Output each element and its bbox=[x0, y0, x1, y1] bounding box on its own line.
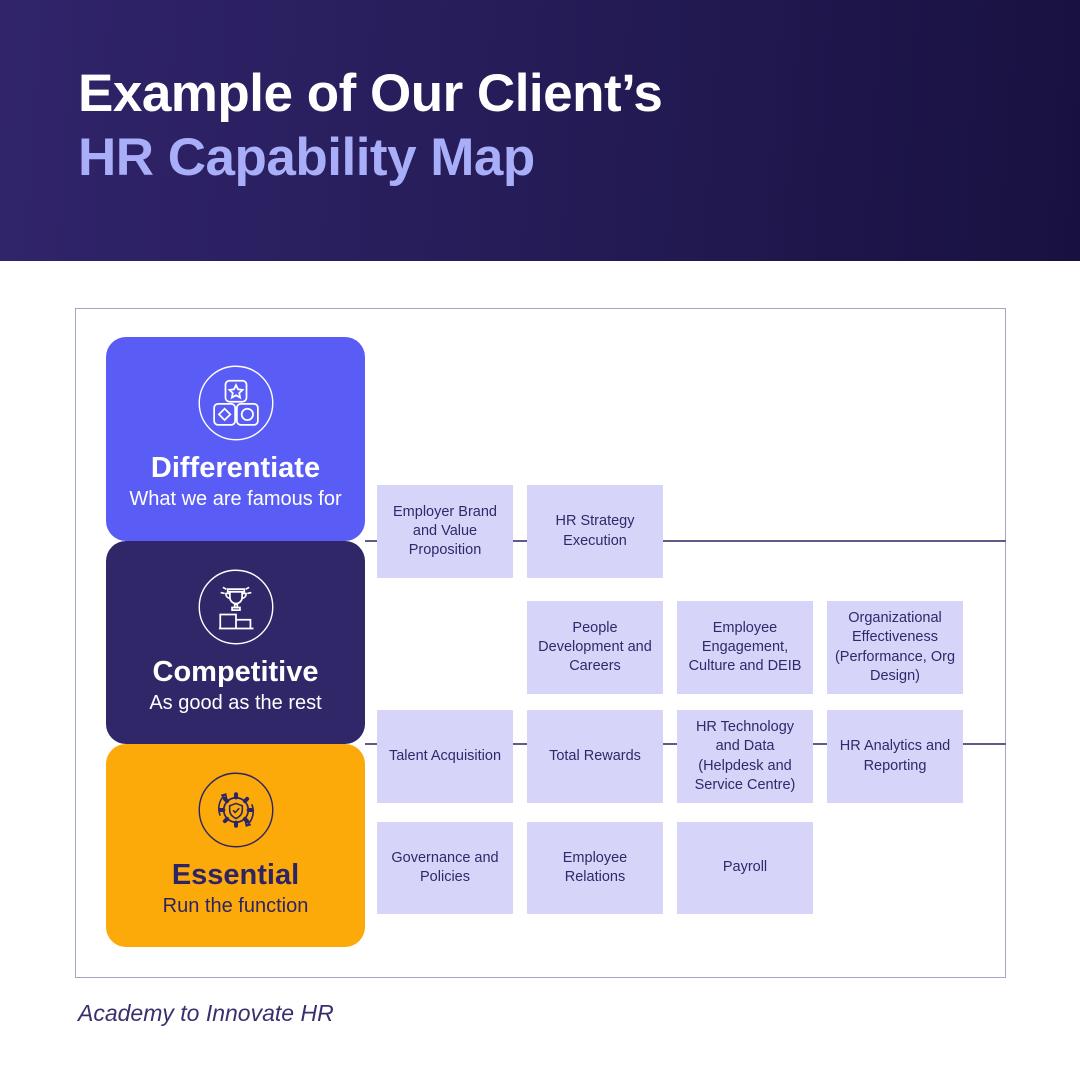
tier-subtitle: As good as the rest bbox=[149, 691, 322, 714]
capability-hr-strategy: HR Strategy Execution bbox=[527, 485, 663, 578]
tier-label: Differentiate bbox=[150, 452, 321, 484]
capability-label: Employee Relations bbox=[562, 849, 628, 885]
capability-label: Total Rewards bbox=[549, 747, 641, 764]
capability-label: Employer Brand and Value Proposition bbox=[393, 503, 497, 559]
capability-label: HR Analytics and Reporting bbox=[839, 738, 951, 774]
page-title-line1: Example of Our Client’s bbox=[78, 64, 663, 123]
capability-hr-analytics: HR Analytics and Reporting bbox=[827, 710, 963, 803]
capability-org-effectiveness: Organizational Effectiveness (Performanc… bbox=[827, 601, 963, 694]
capability-label: People Development and Careers bbox=[538, 619, 652, 675]
gear-shield-check-icon bbox=[194, 768, 278, 852]
capability-label: HR Strategy Execution bbox=[555, 513, 635, 549]
credit-text: Academy to Innovate HR bbox=[78, 1000, 334, 1026]
capability-payroll: Payroll bbox=[677, 822, 813, 914]
capability-people-development: People Development and Careers bbox=[527, 601, 663, 694]
page-title: Example of Our Client’s HR Capability Ma… bbox=[78, 62, 663, 189]
connector-line-top bbox=[365, 540, 1006, 542]
tier-subtitle: What we are famous for bbox=[129, 487, 342, 510]
building-blocks-star-icon bbox=[194, 361, 278, 445]
capability-label: Organizational Effectiveness (Performanc… bbox=[834, 610, 956, 684]
trophy-podium-icon bbox=[194, 565, 278, 649]
capability-talent-acquisition: Talent Acquisition bbox=[377, 710, 513, 803]
capability-label: HR Technology and Data (Helpdesk and Ser… bbox=[694, 719, 796, 793]
tier-card-competitive: Competitive As good as the rest bbox=[106, 541, 365, 744]
capability-employee-relations: Employee Relations bbox=[527, 822, 663, 914]
capability-label: Governance and Policies bbox=[391, 849, 499, 885]
capability-label: Payroll bbox=[722, 859, 768, 876]
capability-total-rewards: Total Rewards bbox=[527, 710, 663, 803]
capability-governance: Governance and Policies bbox=[377, 822, 513, 914]
tier-label: Competitive bbox=[152, 656, 319, 688]
capability-employee-engagement: Employee Engagement, Culture and DEIB bbox=[677, 601, 813, 694]
tier-card-differentiate: Differentiate What we are famous for bbox=[106, 337, 365, 541]
capability-hr-technology: HR Technology and Data (Helpdesk and Ser… bbox=[677, 710, 813, 803]
capability-label: Talent Acquisition bbox=[388, 747, 502, 764]
tier-subtitle: Run the function bbox=[162, 894, 309, 917]
capability-label: Employee Engagement, Culture and DEIB bbox=[688, 619, 802, 675]
tier-card-essential: Essential Run the function bbox=[106, 744, 365, 947]
tier-label: Essential bbox=[171, 859, 300, 891]
page-title-line2: HR Capability Map bbox=[78, 127, 535, 187]
capability-employer-brand: Employer Brand and Value Proposition bbox=[377, 485, 513, 578]
header-banner: Example of Our Client’s HR Capability Ma… bbox=[0, 0, 1080, 261]
